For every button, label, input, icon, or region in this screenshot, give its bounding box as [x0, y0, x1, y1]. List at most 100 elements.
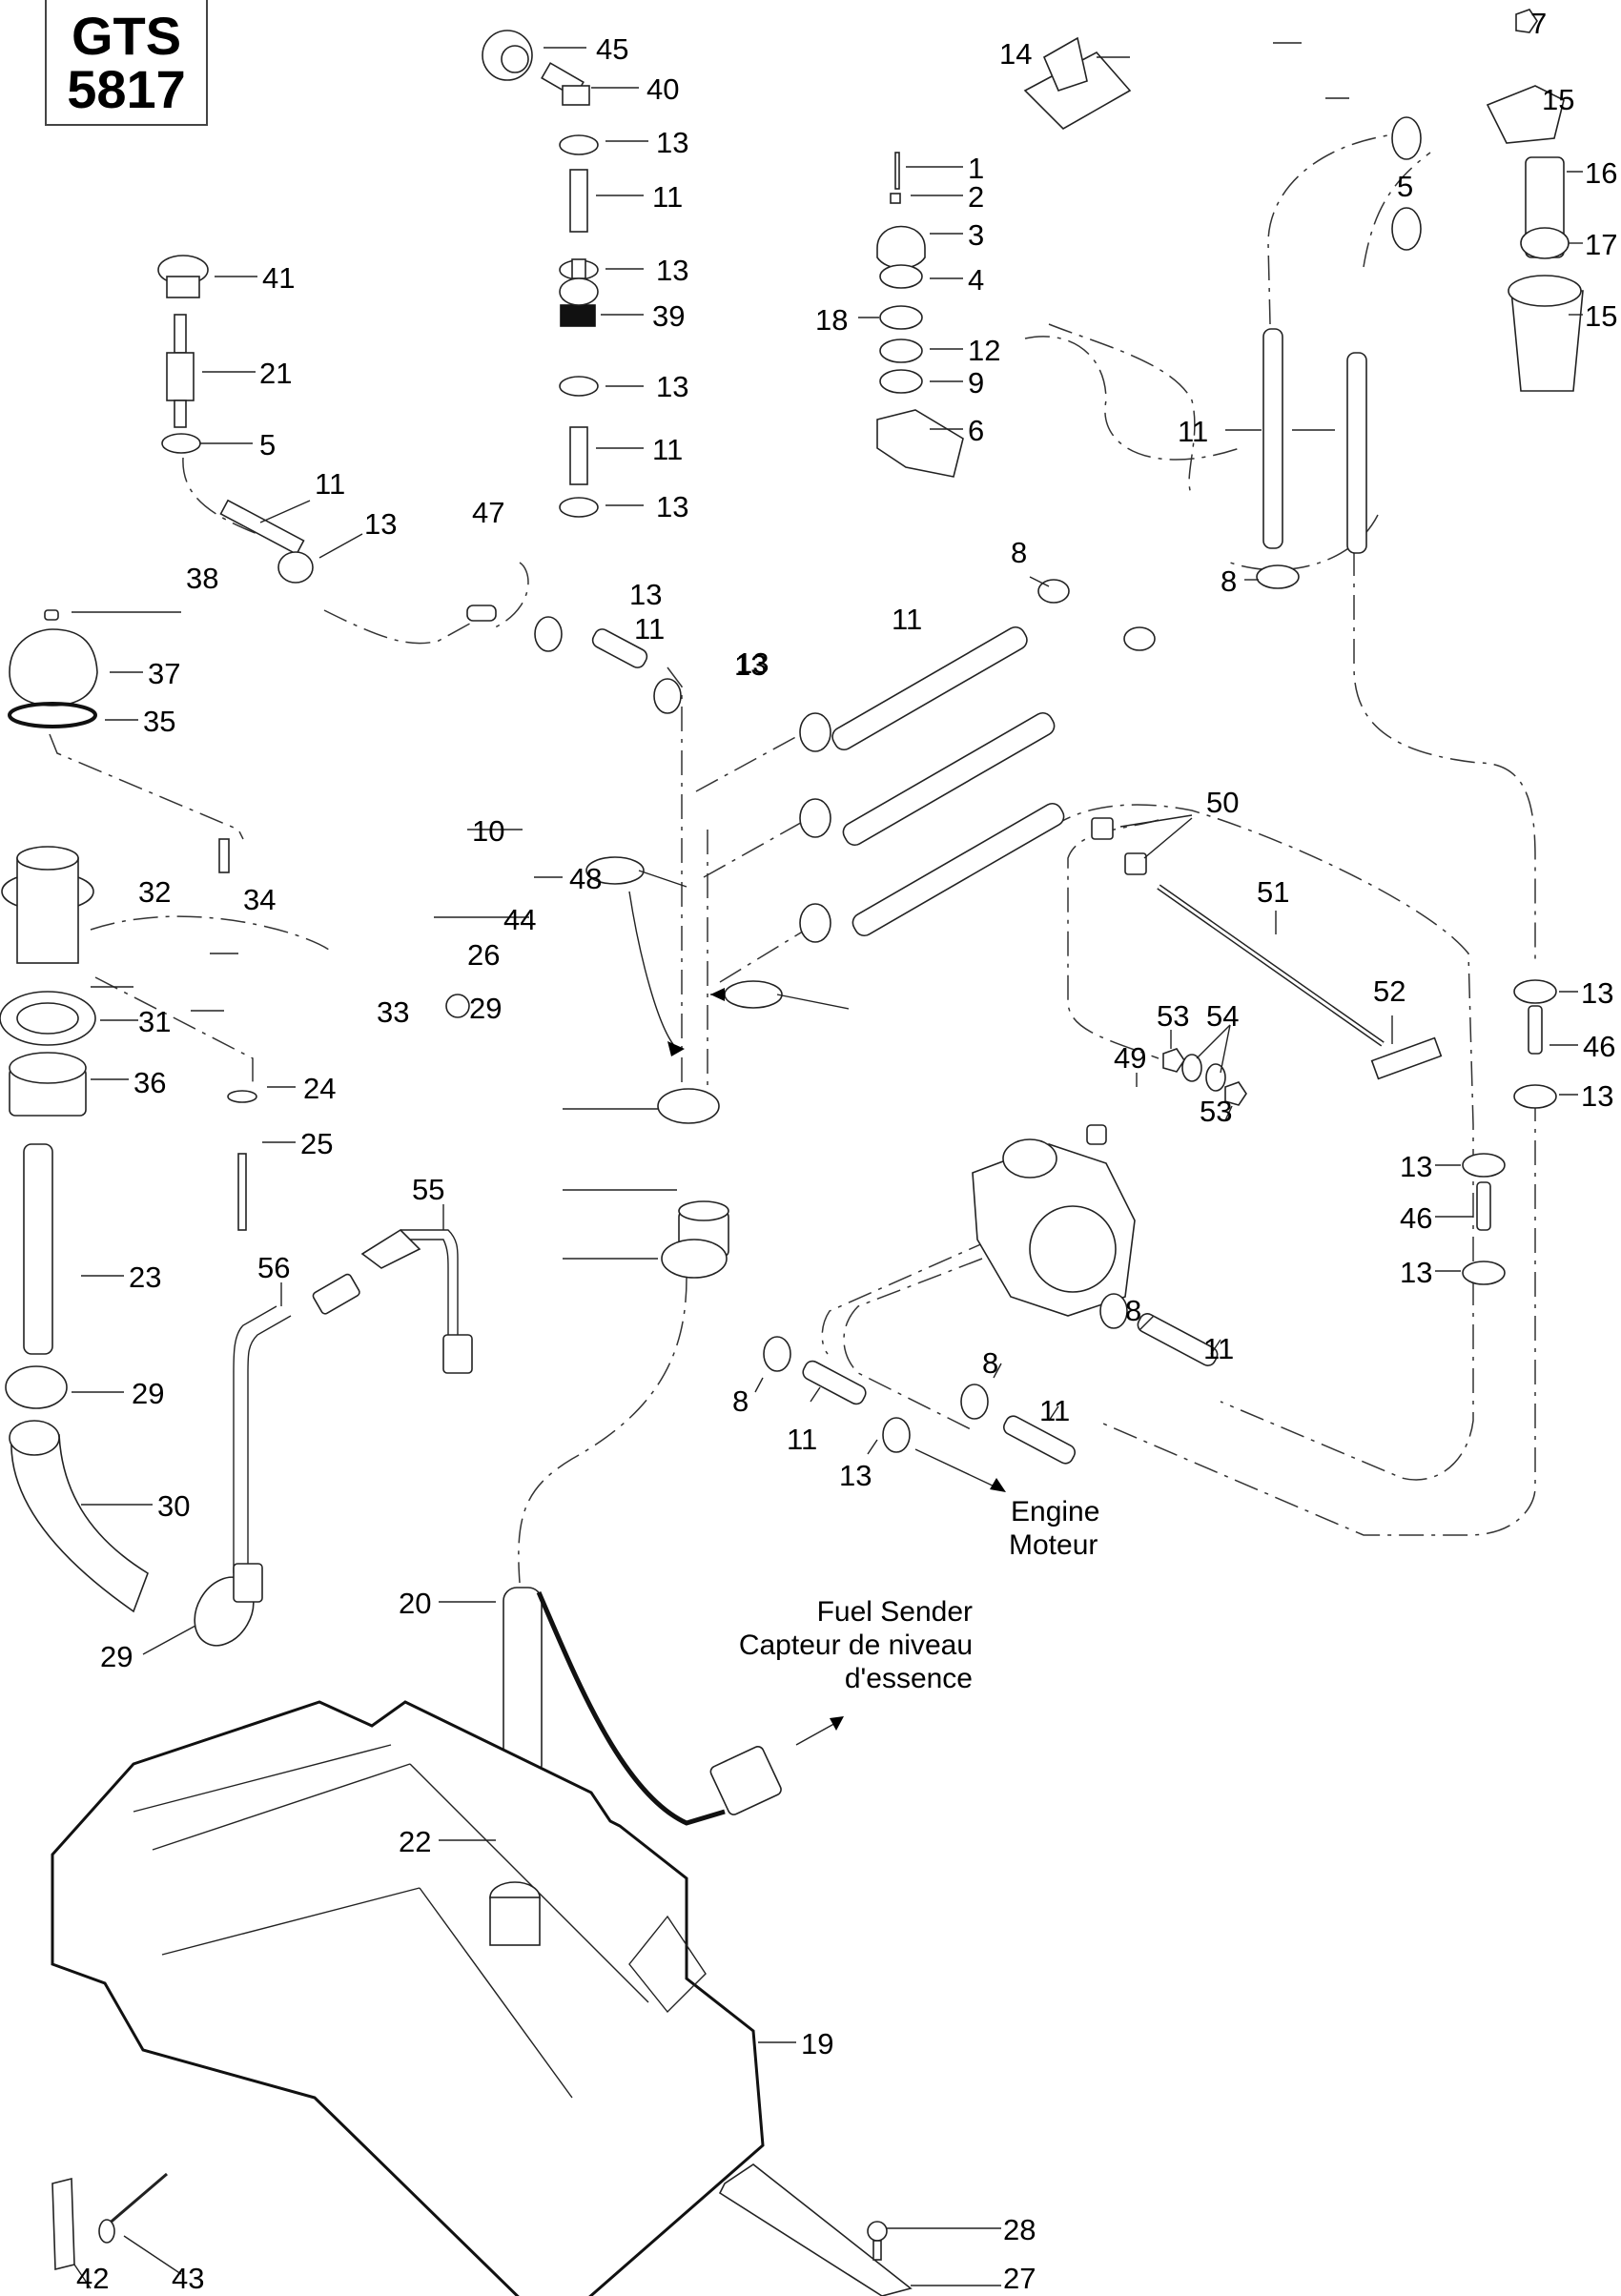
callout-47: 47 [472, 496, 504, 529]
callout-5: 5 [259, 428, 276, 461]
callout-labels: 4540131113391311134741215111338373513111… [76, 7, 1617, 2295]
callout-6: 6 [968, 414, 984, 447]
callout-11: 11 [652, 180, 683, 214]
callout-27: 27 [1003, 2262, 1036, 2295]
callout-21: 21 [259, 357, 292, 390]
callout-5: 5 [1397, 170, 1413, 203]
callout-33: 33 [377, 995, 409, 1029]
callout-54: 54 [1206, 999, 1239, 1033]
filler-neck-parts [0, 838, 470, 1647]
callout-8: 8 [982, 1346, 998, 1380]
callout-36: 36 [133, 1066, 166, 1099]
callout-41: 41 [262, 261, 295, 295]
callout-13: 13 [1581, 976, 1613, 1010]
callout-14: 14 [999, 37, 1032, 71]
callout-45: 45 [596, 32, 628, 66]
ties-and-clamps [585, 856, 850, 1279]
long-hoses [466, 579, 1156, 943]
callout-37: 37 [148, 657, 180, 690]
callout-49: 49 [1114, 1041, 1146, 1075]
callout-29: 29 [100, 1640, 133, 1673]
callout-13: 13 [1400, 1256, 1432, 1289]
callout-52: 52 [1373, 974, 1406, 1008]
vent-line-parts [482, 30, 599, 518]
callout-11: 11 [1039, 1394, 1070, 1427]
callout-1: 1 [968, 152, 984, 185]
assembly-paths [49, 133, 1536, 1584]
callout-8: 8 [1221, 564, 1237, 598]
filler-vent-parts [157, 255, 314, 584]
callout-32: 32 [138, 875, 171, 909]
carburetor-parts [972, 817, 1443, 1317]
callout-38: 38 [186, 562, 218, 595]
callout-50: 50 [1206, 786, 1239, 819]
diagram-number: 5817 [67, 59, 186, 119]
callout-13: 13 [656, 490, 688, 523]
callout-44: 44 [503, 903, 536, 936]
callout-40: 40 [646, 72, 679, 106]
callout-7: 7 [1530, 7, 1547, 40]
tank-straps [233, 1228, 473, 1603]
callout-15: 15 [1542, 83, 1574, 116]
callout-3: 3 [968, 218, 984, 252]
callout-13: 13 [656, 126, 688, 159]
callout-56: 56 [257, 1251, 290, 1284]
callout-29: 29 [132, 1377, 164, 1410]
callout-8: 8 [1125, 1294, 1141, 1327]
callout-11: 11 [1203, 1332, 1234, 1365]
callout-11: 11 [634, 612, 665, 646]
callout-13: 13 [1400, 1150, 1432, 1183]
callout-53: 53 [1200, 1095, 1232, 1128]
callout-13: 13 [1581, 1079, 1613, 1113]
callout-46: 46 [1583, 1030, 1615, 1063]
callout-13: 13 [839, 1459, 872, 1492]
callout-22: 22 [399, 1825, 431, 1858]
callout-42: 42 [76, 2262, 109, 2295]
callout-8: 8 [1011, 536, 1027, 569]
fuel-sender-label: Fuel Sender [817, 1596, 973, 1628]
right-fittings [1462, 979, 1557, 1285]
callout-11: 11 [787, 1423, 817, 1456]
callout-12: 12 [968, 334, 1000, 367]
callout-35: 35 [143, 705, 175, 738]
callout-10: 10 [472, 814, 504, 848]
callout-13: 13 [364, 507, 397, 541]
callout-13: 13 [656, 370, 688, 403]
callout-2: 2 [968, 180, 984, 214]
fuel-sender-label-fr-2: d'essence [845, 1663, 973, 1694]
callout-39: 39 [652, 299, 685, 333]
callout-34: 34 [243, 883, 276, 916]
callout-20: 20 [399, 1587, 431, 1620]
fuel-sender-label-fr-1: Capteur de niveau [739, 1630, 973, 1661]
callout-51: 51 [1257, 875, 1289, 909]
callout-24: 24 [303, 1072, 336, 1105]
callout-11: 11 [892, 603, 922, 636]
callout-25: 25 [300, 1127, 333, 1160]
callout-4: 4 [968, 263, 984, 297]
callout-30: 30 [157, 1489, 190, 1523]
callout-29: 29 [469, 992, 502, 1025]
callout-18: 18 [815, 303, 848, 337]
model-code: GTS [71, 6, 182, 66]
callout-23: 23 [129, 1261, 161, 1294]
callout-8: 8 [732, 1384, 749, 1418]
engine-label-fr: Moteur [1009, 1529, 1098, 1561]
callout-13: 13 [629, 578, 662, 611]
callout-15: 15 [1585, 299, 1617, 333]
leader-lines [72, 42, 1583, 2289]
engine-label: Engine [1011, 1496, 1099, 1527]
callout-48: 48 [569, 862, 602, 895]
fuel-tank [51, 1700, 765, 2296]
callout-19: 19 [801, 2027, 833, 2060]
callout-11: 11 [652, 433, 683, 466]
fuel-valve-parts [876, 152, 964, 478]
callout-43: 43 [172, 2262, 204, 2295]
callout-31: 31 [138, 1005, 171, 1038]
filler-cap-parts [8, 609, 98, 728]
callout-13: 13 [736, 646, 769, 680]
callout-9: 9 [968, 366, 984, 400]
fuel-filter-parts [1256, 9, 1584, 589]
callout-11: 11 [315, 467, 345, 501]
callout-13: 13 [734, 648, 767, 682]
